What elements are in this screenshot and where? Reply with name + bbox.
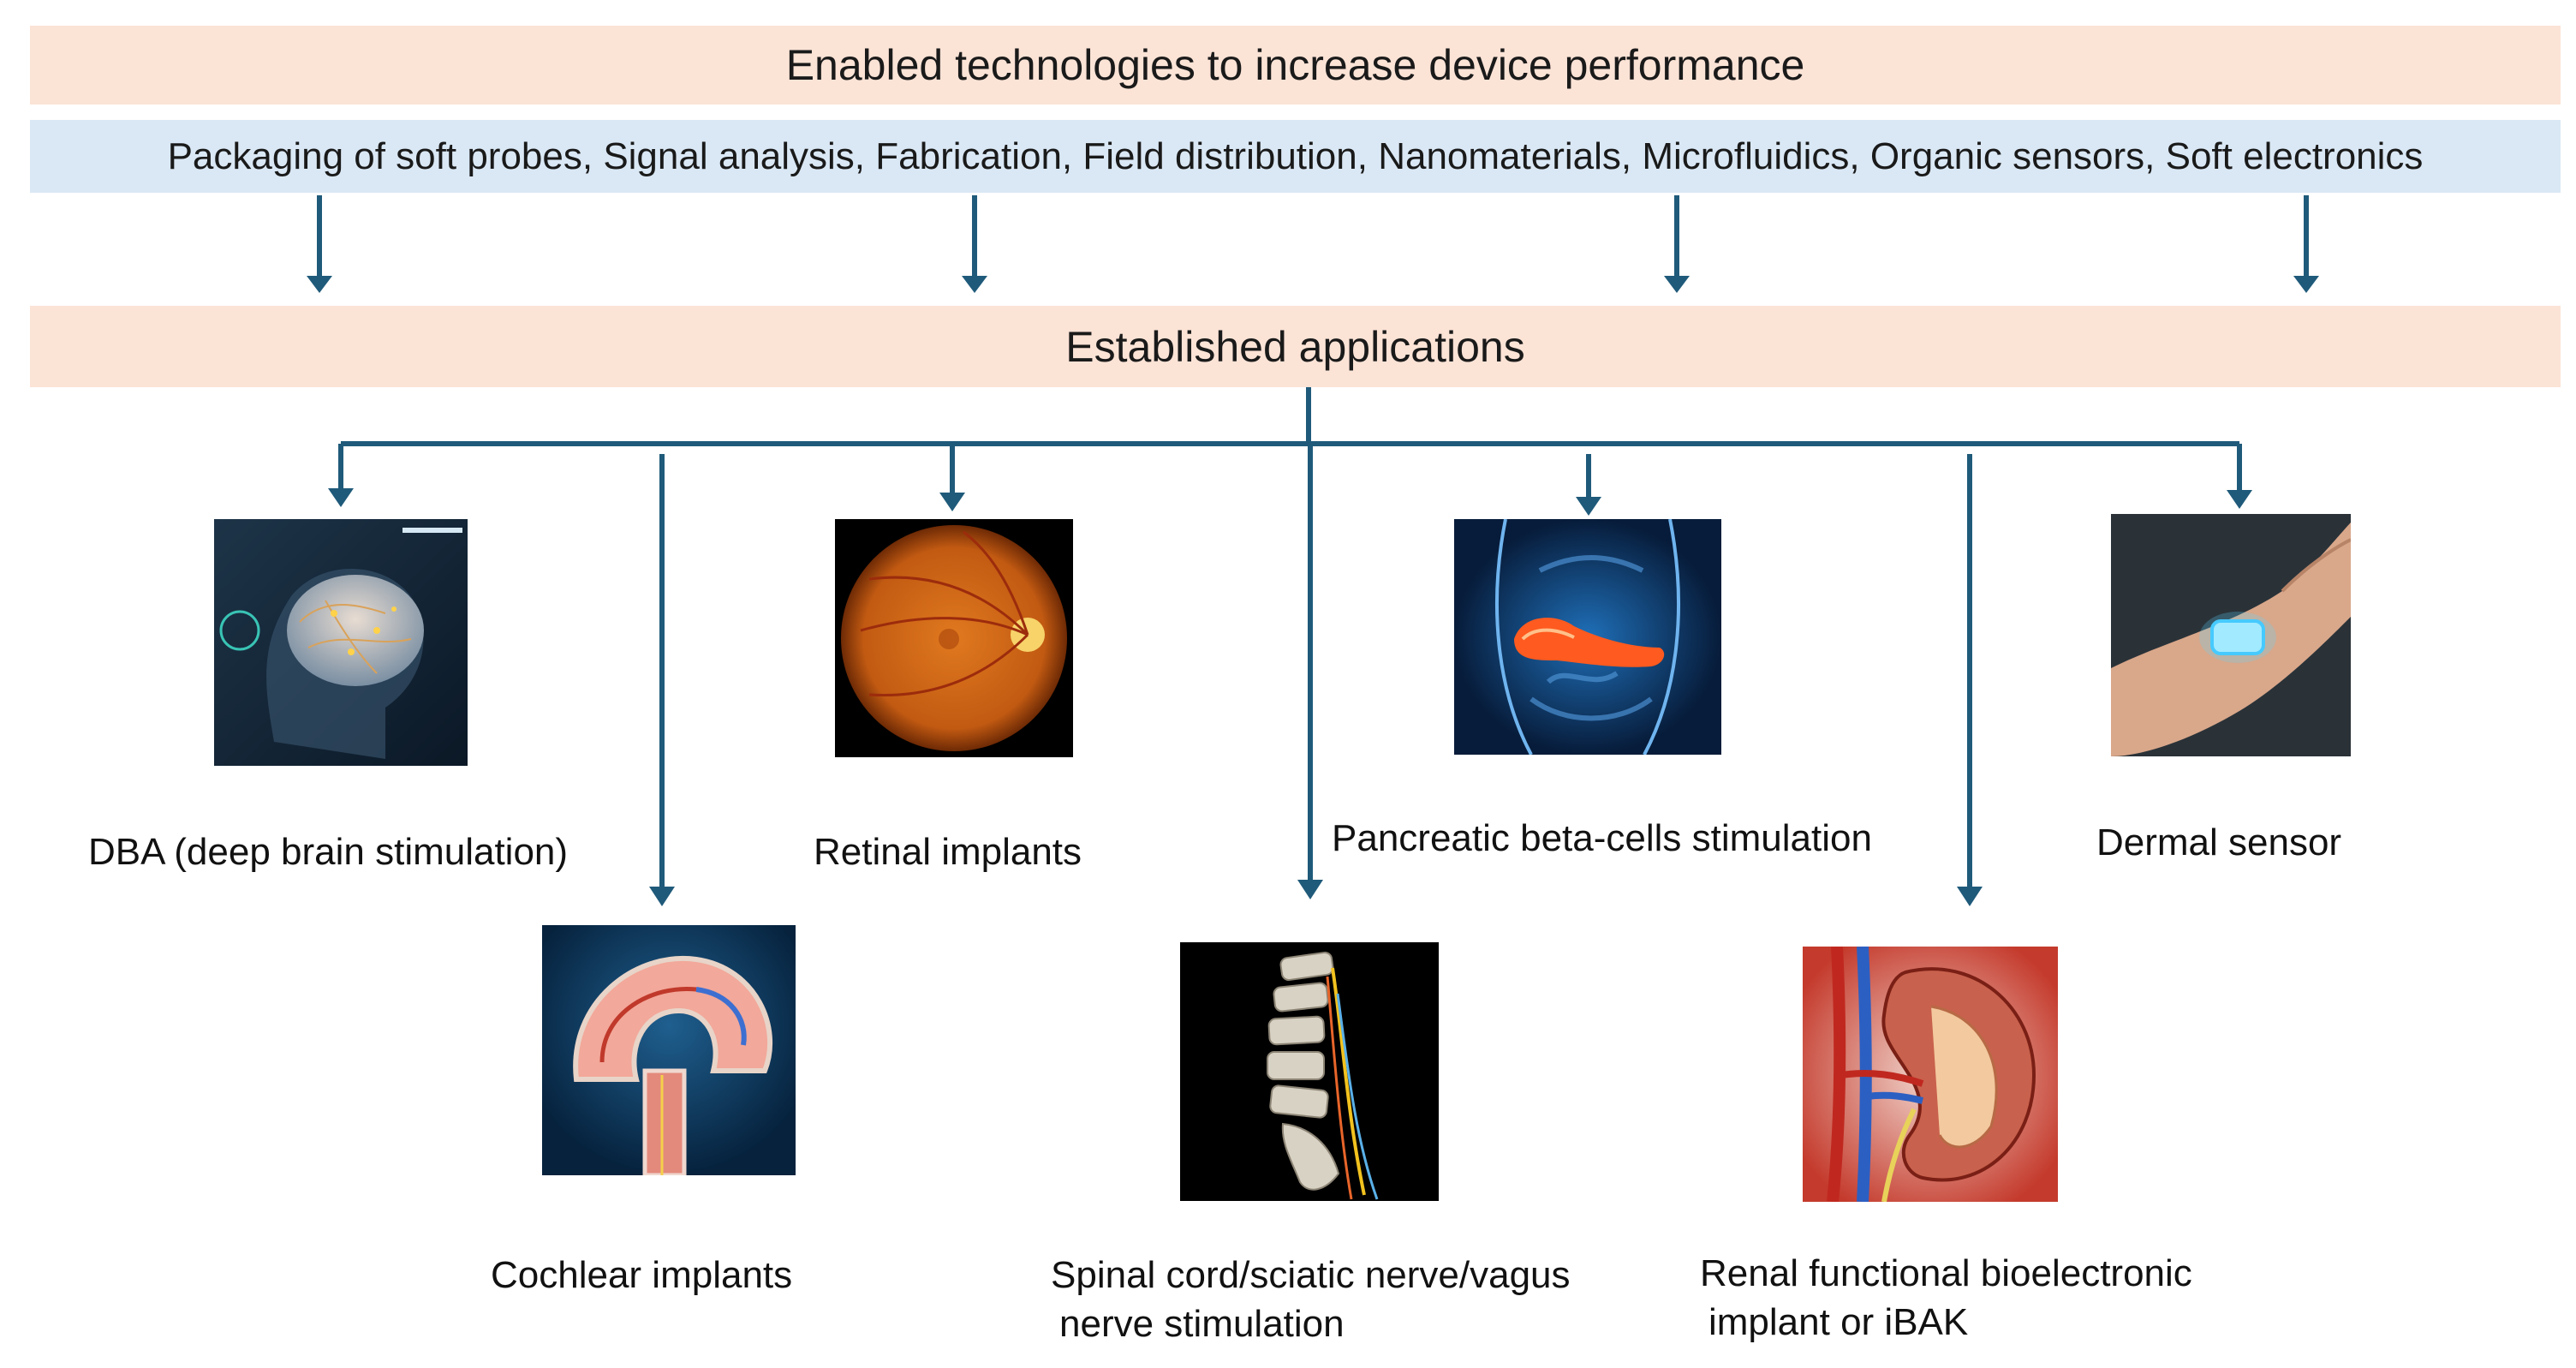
- label-dermal: Dermal sensor: [2096, 821, 2342, 863]
- label-retinal: Retinal implants: [814, 831, 1082, 873]
- label-spinal-line1: Spinal cord/sciatic nerve/vagus: [1051, 1254, 1571, 1296]
- cochlea-illustration: [542, 925, 796, 1175]
- label-pancreatic: Pancreatic beta-cells stimulation: [1332, 817, 1872, 859]
- wrist-sensor-photo: [2111, 514, 2351, 756]
- pancreas-illustration: [1454, 519, 1721, 755]
- technologies-banner: Packaging of soft probes, Signal analysi…: [30, 120, 2561, 193]
- brain-illustration: [214, 519, 468, 766]
- title-banner: Enabled technologies to increase device …: [30, 26, 2561, 105]
- diagram-title: Enabled technologies to increase device …: [785, 41, 1805, 89]
- label-cochlear: Cochlear implants: [491, 1254, 793, 1296]
- label-spinal-line2: nerve stimulation: [1059, 1303, 1345, 1345]
- label-renal-line1: Renal functional bioelectronic: [1700, 1252, 2192, 1294]
- label-dba: DBA (deep brain stimulation): [88, 831, 569, 873]
- spine-illustration: [1180, 942, 1439, 1201]
- applications-banner: Established applications: [30, 306, 2561, 387]
- technologies-list: Packaging of soft probes, Signal analysi…: [167, 134, 2424, 177]
- retina-fundus-photo: [835, 519, 1073, 757]
- applications-title: Established applications: [1065, 322, 1525, 371]
- kidney-illustration: [1803, 947, 2058, 1202]
- label-renal-line2: implant or iBAK: [1708, 1301, 1969, 1343]
